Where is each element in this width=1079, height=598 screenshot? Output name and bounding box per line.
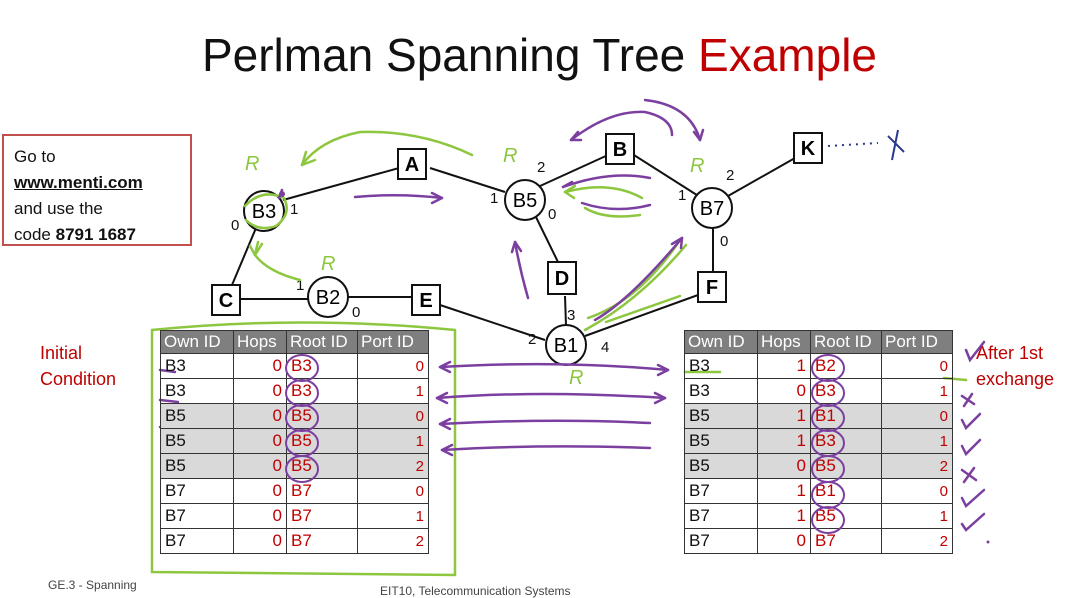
svg-text:R: R <box>245 153 259 175</box>
menti-code-prefix: code <box>14 225 51 244</box>
footer-center: EIT10, Telecommunication Systems <box>380 584 571 598</box>
svg-text:K: K <box>801 138 816 160</box>
svg-text:R: R <box>690 155 704 177</box>
bridge-b5[interactable]: B5 <box>504 179 546 221</box>
svg-text:0: 0 <box>548 206 556 223</box>
svg-text:4: 4 <box>601 339 609 356</box>
lan-e[interactable]: E <box>411 284 441 316</box>
cross-mark-k <box>887 129 905 161</box>
bridge-b1[interactable]: B1 <box>545 324 587 366</box>
lan-c[interactable]: C <box>211 284 241 316</box>
svg-text:F: F <box>706 277 718 299</box>
svg-text:B: B <box>613 139 627 161</box>
svg-text:E: E <box>419 290 432 312</box>
port-labels: 0 1 1 2 0 1 2 0 1 0 2 3 4 <box>231 159 734 356</box>
svg-text:2: 2 <box>537 159 545 176</box>
purple-dot-small <box>986 540 990 544</box>
footer-left: GE.3 - Spanning <box>48 578 137 592</box>
col-port-id: Port ID <box>881 330 953 354</box>
menti-box: Go to www.menti.com and use the code 879… <box>2 134 192 246</box>
green-r-marks: R R R R R <box>245 145 704 389</box>
lan-d[interactable]: D <box>547 261 577 295</box>
menti-line1: Go to <box>14 147 56 166</box>
initial-table-header: Own ID Hops Root ID Port ID <box>160 330 429 354</box>
initial-condition-label: Initial Condition <box>40 343 117 389</box>
bridge-b7[interactable]: B7 <box>691 187 733 229</box>
svg-text:R: R <box>503 145 517 167</box>
lan-b[interactable]: B <box>605 133 635 165</box>
svg-text:D: D <box>555 268 569 290</box>
svg-text:1: 1 <box>678 187 686 204</box>
col-hops: Hops <box>233 330 287 354</box>
svg-text:B5: B5 <box>513 190 537 212</box>
col-hops: Hops <box>757 330 811 354</box>
svg-text:B1: B1 <box>554 335 578 357</box>
menti-line3: and use the <box>14 199 103 218</box>
purple-dot <box>279 191 285 197</box>
page-title: Perlman Spanning Tree Example <box>0 28 1079 82</box>
col-root-id: Root ID <box>810 330 882 354</box>
purple-annotations <box>158 98 986 532</box>
col-port-id: Port ID <box>357 330 429 354</box>
links <box>231 154 796 341</box>
svg-text:R: R <box>321 253 335 275</box>
svg-text:0: 0 <box>352 304 360 321</box>
after-table-header: Own ID Hops Root ID Port ID <box>684 330 953 354</box>
lan-a[interactable]: A <box>397 148 427 180</box>
svg-text:R: R <box>569 367 583 389</box>
after-exchange-label: After 1st exchange <box>976 343 1055 389</box>
svg-text:2: 2 <box>726 167 734 184</box>
svg-text:1: 1 <box>296 277 304 294</box>
svg-text:0: 0 <box>231 217 239 234</box>
svg-text:C: C <box>219 290 233 312</box>
col-own-id: Own ID <box>684 330 758 354</box>
svg-text:B2: B2 <box>316 287 340 309</box>
svg-text:3: 3 <box>567 307 575 324</box>
svg-text:0: 0 <box>720 233 728 250</box>
svg-text:1: 1 <box>290 201 298 218</box>
menti-code-line: code 8791 1687 <box>14 222 190 248</box>
dotted-link <box>827 142 879 147</box>
lan-k[interactable]: K <box>793 132 823 164</box>
svg-text:A: A <box>405 154 419 176</box>
menti-link[interactable]: www.menti.com <box>14 173 143 192</box>
menti-code: 8791 1687 <box>55 225 136 244</box>
svg-text:B3: B3 <box>252 201 276 223</box>
svg-text:B7: B7 <box>700 198 724 220</box>
bridge-b3[interactable]: B3 <box>243 190 285 232</box>
svg-text:1: 1 <box>490 190 498 207</box>
col-own-id: Own ID <box>160 330 234 354</box>
bridge-b2[interactable]: B2 <box>307 276 349 318</box>
svg-text:2: 2 <box>528 331 536 348</box>
title-accent: Example <box>698 29 878 81</box>
col-root-id: Root ID <box>286 330 358 354</box>
title-main: Perlman Spanning Tree <box>201 29 686 81</box>
lan-f[interactable]: F <box>697 271 727 303</box>
